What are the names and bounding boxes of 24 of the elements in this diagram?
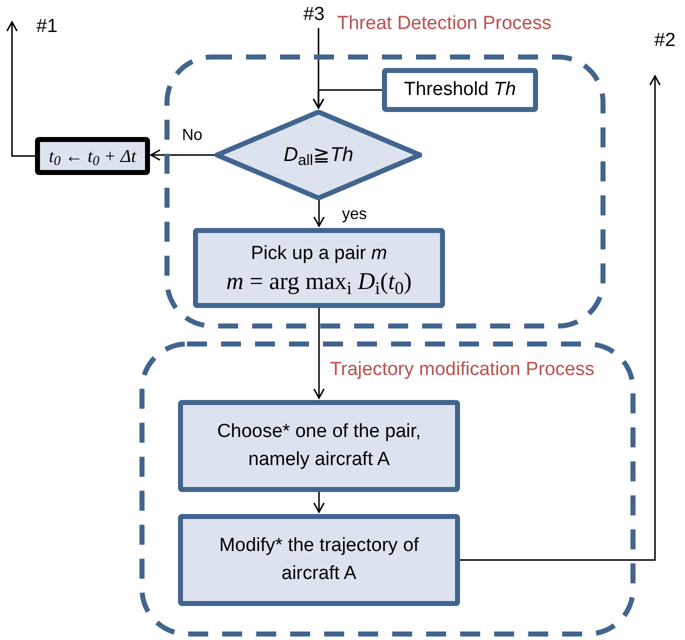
box-text: Choose* one of the pair, namely aircraft A [216, 420, 422, 472]
arrow [150, 149, 215, 161]
connector-label: #2 [654, 28, 676, 53]
box-text: Threshold Th [404, 78, 516, 102]
process-box [382, 68, 538, 112]
box-text: Pick up a pair m [250, 242, 388, 266]
formula-text: m = arg max$_{i}$ D$_{i}$(t$_{0}$) [226, 268, 412, 296]
condition-text: D$_{all}$≧Th [284, 143, 354, 170]
box-text: t$_{0}$ ← t$_{0}$ + Δt [48, 144, 136, 170]
process-box [35, 137, 150, 175]
arrow [312, 89, 382, 109]
group-heading: Trajectory modification Process [330, 359, 594, 380]
group-heading: Threat Detection Process [337, 13, 552, 34]
process-box [178, 400, 460, 492]
arrow [313, 492, 325, 513]
connector-label: #3 [303, 2, 325, 27]
arrow [6, 21, 35, 157]
process-box [193, 228, 445, 308]
box-text: Modify* the trajectory of aircraft A [218, 534, 420, 586]
arrow [460, 75, 661, 561]
arrow [313, 308, 325, 399]
arrow [313, 200, 325, 227]
process-box [178, 514, 460, 606]
connector-label: #1 [36, 14, 58, 39]
